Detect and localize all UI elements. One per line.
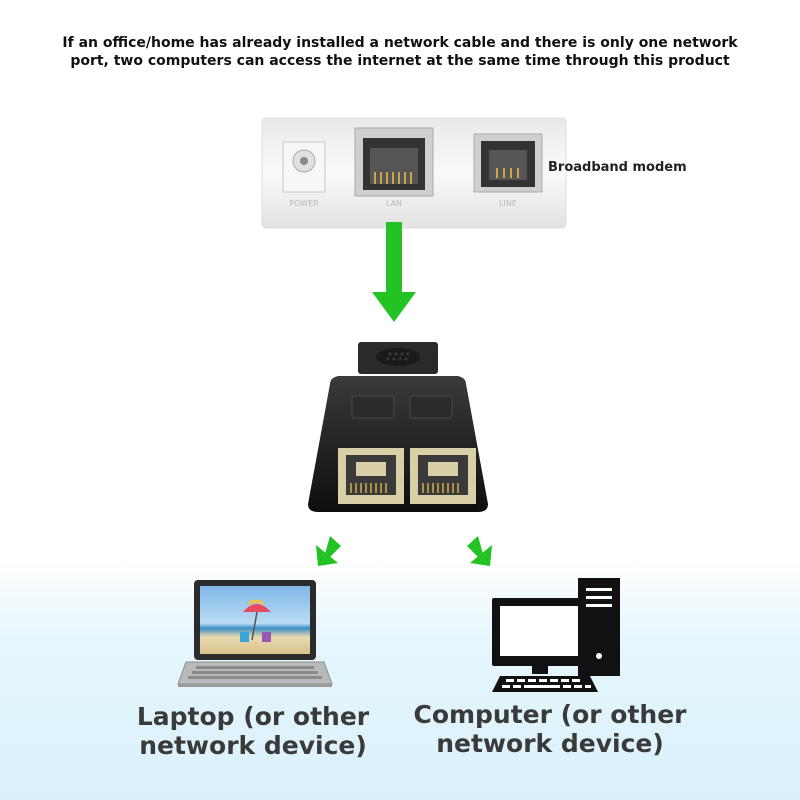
desktop-computer-icon (492, 578, 620, 692)
port-label-power: POWER (289, 199, 319, 208)
rj45-splitter (308, 342, 488, 512)
headline-line-1: If an office/home has already installed … (62, 35, 738, 51)
computer-caption-line-1: Computer (or other (413, 700, 687, 729)
port-label-lan: LAN (386, 199, 402, 208)
arrow-down-icon (372, 222, 416, 322)
port-label-line: LINE (499, 199, 517, 208)
power-port (282, 141, 326, 193)
laptop-caption-line-1: Laptop (or other (136, 702, 370, 731)
line-port (473, 133, 543, 193)
arrow-down-right-icon (467, 536, 492, 566)
computer-caption-line-2: network device) (436, 729, 664, 758)
splitter-port-2 (410, 448, 476, 504)
laptop-icon (177, 580, 333, 687)
computer-caption: Computer (or other network device) (405, 700, 695, 758)
splitter-port-1 (338, 448, 404, 504)
laptop-caption: Laptop (or other network device) (118, 702, 388, 760)
lan-port (354, 127, 434, 197)
headline-line-2: port, two computers can access the inter… (70, 53, 730, 69)
arrow-down-left-icon (316, 536, 341, 566)
modem-label: Broadband modem (548, 160, 687, 175)
headline: If an office/home has already installed … (20, 34, 780, 70)
broadband-modem: POWER LAN LINE (261, 117, 567, 229)
laptop-caption-line-2: network device) (139, 731, 367, 760)
